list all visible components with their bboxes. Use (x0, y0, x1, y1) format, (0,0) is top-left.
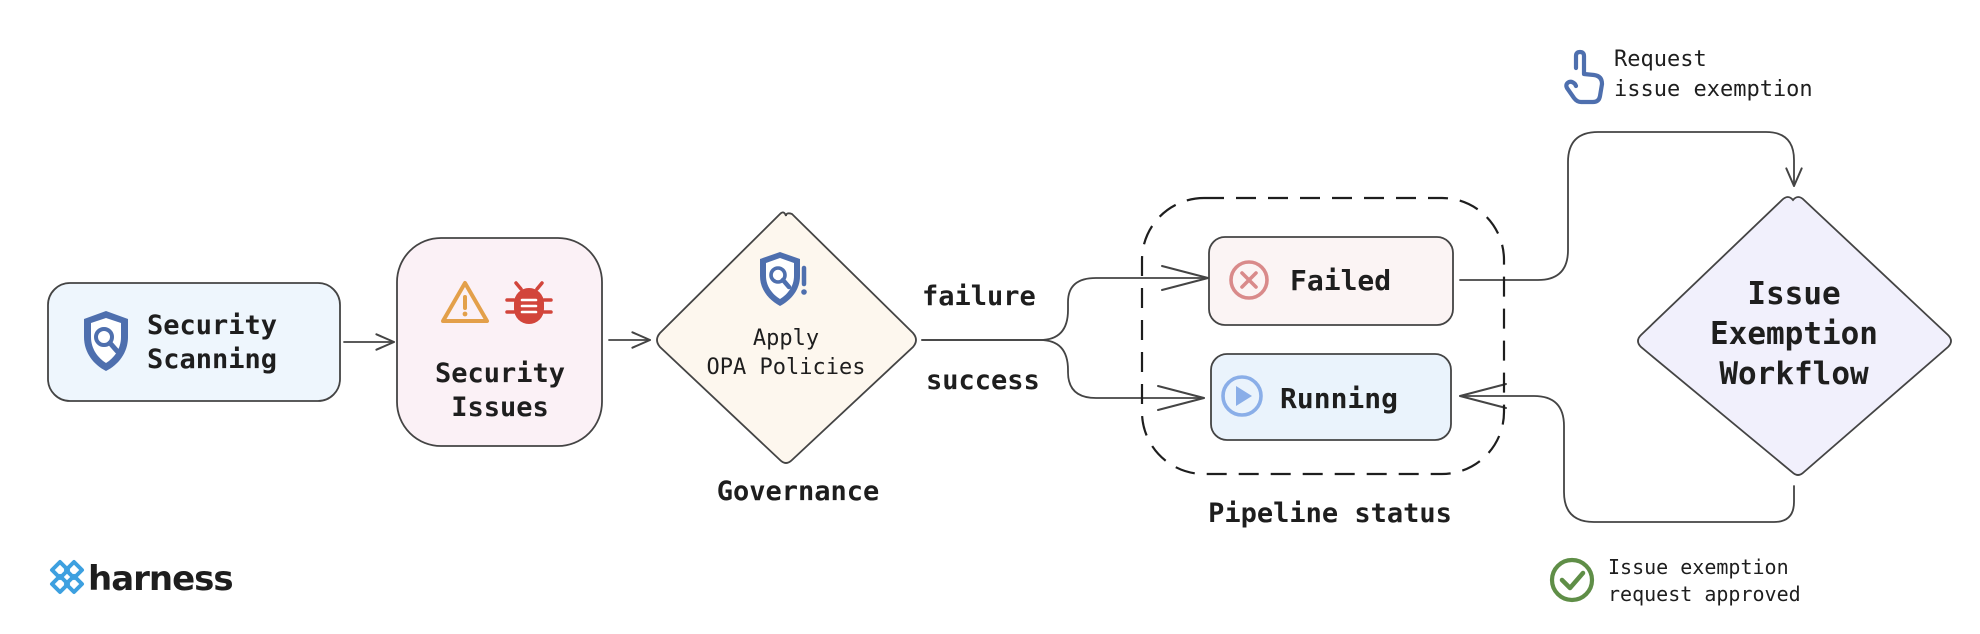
success-edge-label: success (926, 365, 1040, 396)
pipeline-status-group (1140, 196, 1506, 476)
security-scanning-label-line2: Scanning (147, 344, 277, 375)
issue-exemption-workflow-node: Issue Exemption Workflow (1637, 196, 1952, 476)
bug-icon (505, 281, 553, 324)
running-label: Running (1280, 382, 1398, 415)
approved-annotation-line1: Issue exemption (1608, 555, 1789, 579)
harness-logo-icon (50, 560, 84, 594)
security-scanning-node: Security Scanning (47, 282, 341, 402)
approved-annotation: Issue exemption request approved (1549, 555, 1801, 606)
apply-opa-label-line2: OPA Policies (707, 355, 866, 380)
running-node: Running (1210, 353, 1452, 441)
request-annotation-line2: issue exemption (1614, 77, 1813, 102)
play-circle-icon (1221, 375, 1263, 417)
apply-opa-node: Apply OPA Policies (656, 211, 917, 464)
security-issues-label-line2: Issues (451, 392, 549, 423)
workflow-label-line1: Issue (1747, 276, 1840, 312)
security-issues-node: Security Issues (396, 237, 603, 447)
failed-node: Failed (1208, 236, 1454, 326)
shield-alert-icon (760, 252, 807, 306)
x-circle-icon (1229, 260, 1269, 300)
request-annotation-line1: Request (1614, 47, 1707, 72)
security-scanning-label-line1: Security (147, 310, 277, 341)
request-annotation: Request issue exemption (1564, 47, 1813, 105)
workflow-label-line2: Exemption (1710, 316, 1878, 352)
tap-hand-icon (1564, 49, 1605, 105)
harness-logo-text: harness (88, 559, 233, 599)
edge-failed-to-workflow (1459, 131, 1803, 281)
connectors (343, 131, 1803, 523)
apply-opa-label-line1: Apply (753, 326, 819, 351)
failed-label: Failed (1290, 264, 1391, 297)
edge-success (921, 339, 1205, 411)
pipeline-status-caption: Pipeline status (1208, 498, 1452, 529)
governance-caption: Governance (717, 476, 880, 507)
warning-icon (441, 281, 489, 323)
security-issues-label-line1: Security (435, 358, 565, 389)
workflow-label-line3: Workflow (1719, 356, 1869, 392)
approved-annotation-line2: request approved (1608, 582, 1801, 606)
edge-failure (921, 265, 1209, 341)
edge-workflow-to-running (1459, 383, 1795, 523)
check-circle-icon (1549, 557, 1595, 603)
shield-search-icon (84, 311, 128, 371)
failure-edge-label: failure (922, 281, 1036, 312)
harness-logo: harness (50, 559, 234, 599)
